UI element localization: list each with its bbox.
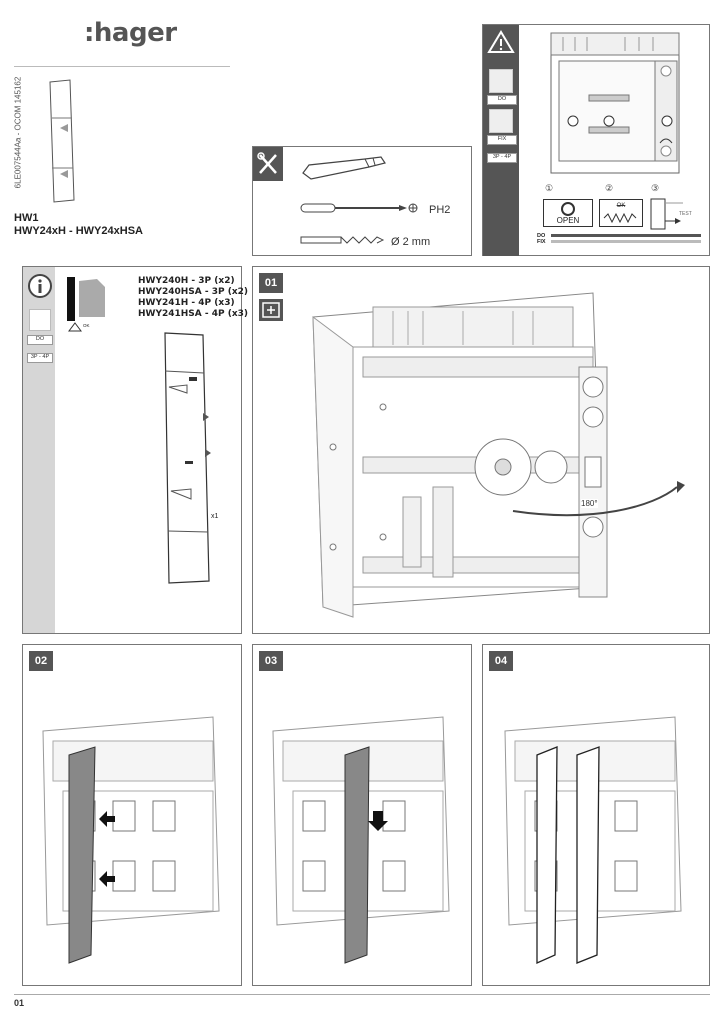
barrier-insertion-diagram [42, 716, 220, 964]
marker-1: ① [545, 183, 554, 193]
footer-divider [14, 994, 710, 995]
info-tag-poles: 3P - 4P [27, 353, 53, 363]
test-label: TEST [679, 211, 692, 217]
open-indicator: OPEN [543, 199, 593, 227]
legend-fix-bar [551, 240, 701, 243]
step-number: 03 [259, 651, 283, 671]
reference-item: HWY241HSA - 4P (x3) [138, 309, 249, 319]
tag-poles: 3P - 4P [487, 153, 517, 163]
reference-list: HWY240H - 3P (x2) HWY240HSA - 3P (x2) HW… [138, 276, 248, 320]
rotation-angle-label: 180° [581, 499, 598, 508]
barrier-preview-illustration [49, 79, 75, 203]
spring-ok-label: OK [616, 203, 626, 209]
breaker-withdrawn-diagram [312, 292, 685, 618]
page-number: 01 [14, 998, 25, 1008]
screwdriver-label: PH2 [429, 204, 451, 216]
info-tag-do: DO [27, 335, 53, 345]
barrier-position-icon [67, 277, 105, 332]
step-number: 01 [259, 273, 283, 293]
tools-icon [257, 152, 277, 174]
open-label: OPEN [556, 216, 580, 225]
product-range: HWY24xH - HWY24xHSA [14, 225, 143, 237]
document-reference: 6LE007544Aa - OCOM 145162 [13, 76, 23, 189]
tools-icon-bg [253, 147, 283, 181]
step-01-panel: 01 [252, 266, 710, 634]
product-title: HW1 HWY24xH - HWY24xHSA [14, 212, 143, 238]
tools-panel: PH2 Ø 2 mm [252, 146, 472, 256]
reference-item: HWY241H - 4P (x3) [138, 298, 235, 308]
product-model: HW1 [14, 212, 39, 224]
do-module-icon [29, 309, 51, 331]
brand-logo: :hager [84, 18, 177, 48]
legend-fix: FIX [537, 239, 546, 245]
test-plunger-diagram [650, 198, 683, 230]
spring-icon [603, 212, 637, 224]
phase-barrier-illustration [164, 332, 211, 584]
open-circle-icon [561, 202, 575, 216]
marker-2: ② [605, 183, 614, 193]
drill-label: Ø 2 mm [391, 236, 431, 248]
screwdriver-icon [300, 203, 418, 213]
tag-fix: FIX [487, 135, 517, 145]
barrier-slide-diagram [272, 716, 450, 964]
quantity-label: x1 [211, 513, 219, 520]
legend-labels: DO FIX [537, 233, 546, 245]
spring-indicator: OK [599, 199, 643, 227]
fix-module-icon [489, 109, 513, 133]
warning-triangle-icon [487, 30, 515, 53]
marker-3: ③ [651, 183, 660, 193]
step-02-panel: 02 [22, 644, 242, 986]
withdraw-icon [262, 302, 280, 318]
breaker-front-diagram [550, 32, 680, 174]
tag-do: DO [487, 95, 517, 105]
legend-do-bar [551, 234, 701, 237]
reference-item: HWY240H - 3P (x2) [138, 276, 235, 286]
do-module-icon [489, 69, 513, 93]
step-04-panel: 04 [482, 644, 710, 986]
info-icon [28, 274, 52, 298]
warning-panel: DO FIX 3P - 4P ① ② ③ OPEN OK [482, 24, 710, 256]
withdraw-icon-bg [259, 299, 283, 321]
legend-do: DO [537, 233, 546, 239]
barriers-installed-diagram [504, 716, 682, 965]
step-03-panel: 03 [252, 644, 472, 986]
cutter-knife-icon [302, 156, 386, 180]
step-number: 04 [489, 651, 513, 671]
reference-item: HWY240HSA - 3P (x2) [138, 287, 249, 297]
header-divider [14, 66, 230, 67]
drill-bit-icon [300, 236, 385, 244]
info-panel: DO 3P - 4P OK x1 [22, 266, 242, 634]
step-number: 02 [29, 651, 53, 671]
info-ok-label: OK [83, 323, 90, 328]
